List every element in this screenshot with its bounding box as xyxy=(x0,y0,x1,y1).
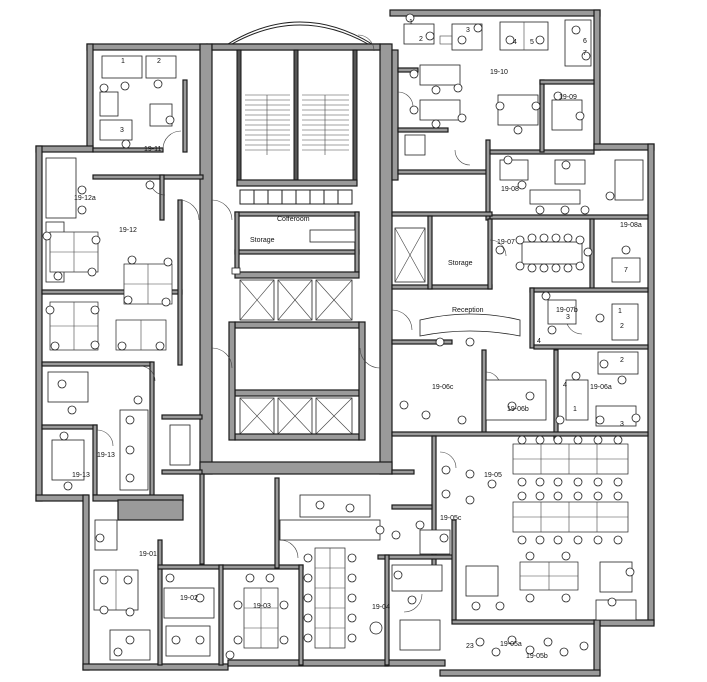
label-19-04: 19-04 xyxy=(372,604,390,611)
label-19-07: 19-07 xyxy=(497,239,515,246)
desk-number: 4 xyxy=(513,39,517,46)
workstations xyxy=(45,19,644,661)
desk-number: 5 xyxy=(530,39,534,46)
label-19-05a: 19-05a xyxy=(500,641,522,648)
desk-number: 2 xyxy=(620,357,624,364)
desk-numbers: 1 2 3 1 2 3 4 5 6 7 7 1 2 3 4 1 2 3 4 23 xyxy=(120,19,628,650)
desk-number: 4 xyxy=(563,382,567,389)
core-details xyxy=(231,35,453,283)
desk-number: 2 xyxy=(419,36,423,43)
label-19-05c: 19-05c xyxy=(440,515,462,522)
right-wing-partitions xyxy=(377,49,649,666)
label-19-02: 19-02 xyxy=(180,595,198,602)
desk-number: 2 xyxy=(157,58,161,65)
desk-number: 3 xyxy=(466,27,470,34)
desk-number: 2 xyxy=(620,323,624,330)
desk-number: 1 xyxy=(121,58,125,65)
desk-number: 1 xyxy=(409,19,413,26)
left-wing-partitions xyxy=(41,79,304,666)
desk-number: 1 xyxy=(573,406,577,413)
label-19-06b: 19-06b xyxy=(507,406,529,413)
label-19-03: 19-03 xyxy=(253,603,271,610)
desk-number: 23 xyxy=(466,643,474,650)
label-19-05b: 19-05b xyxy=(526,653,548,660)
label-19-06c: 19-06c xyxy=(432,384,454,391)
label-19-12a: 19-12a xyxy=(74,195,96,202)
desk-number: 3 xyxy=(620,421,624,428)
room-labels: 19-11 19-12a 19-12 Cofferoom Storage Sto… xyxy=(72,69,642,660)
label-19-01: 19-01 xyxy=(139,551,157,558)
label-19-09: 19-09 xyxy=(559,94,577,101)
desk-number: 4 xyxy=(537,338,541,345)
desk-number: 1 xyxy=(618,308,622,315)
label-19-10: 19-10 xyxy=(490,69,508,76)
desk-number: 7 xyxy=(624,267,628,274)
label-storage-right: Storage xyxy=(448,260,473,267)
desk-number: 7 xyxy=(583,50,587,57)
label-19-11: 19-11 xyxy=(144,146,161,153)
label-cofferoom: Cofferoom xyxy=(277,216,310,223)
desk-number: 6 xyxy=(583,38,587,45)
label-storage-left: Storage xyxy=(250,237,275,244)
desk-number: 3 xyxy=(120,127,124,134)
label-19-12: 19-12 xyxy=(119,227,137,234)
desk-number: 3 xyxy=(566,314,570,321)
label-19-08a: 19-08a xyxy=(620,222,642,229)
label-19-05: 19-05 xyxy=(484,472,502,479)
label-19-08: 19-08 xyxy=(501,186,519,193)
label-19-13-desk: 19-13 xyxy=(72,472,90,479)
label-reception: Reception xyxy=(452,307,484,314)
label-19-07b: 19-07b xyxy=(556,307,578,314)
label-19-13: 19-13 xyxy=(97,452,115,459)
building-core xyxy=(199,43,393,475)
chairs xyxy=(42,13,641,660)
label-19-06a: 19-06a xyxy=(590,384,612,391)
